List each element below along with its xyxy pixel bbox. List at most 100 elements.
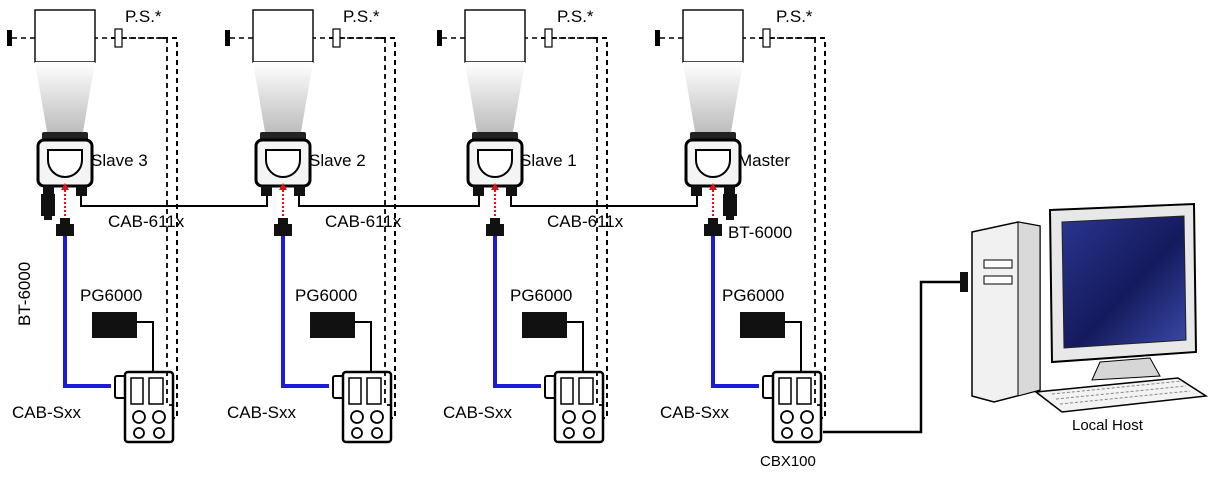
power-adapter — [310, 312, 355, 338]
ps-wiring-outer — [593, 37, 608, 419]
cbx-port-1 — [778, 377, 792, 405]
bus-cable-label-1: CAB-611x — [108, 212, 185, 231]
cbx-gland-1 — [780, 410, 794, 424]
serial-cable — [63, 236, 111, 388]
cbx-port-1 — [348, 377, 362, 405]
ps-wiring-outer — [811, 37, 826, 419]
scanner-label-slave-3: Slave 3 — [91, 151, 148, 170]
scanner-connector-right — [506, 186, 517, 196]
pc-drive-bay-2 — [983, 275, 1013, 285]
scanner-connector-left — [473, 186, 484, 196]
aux-link-arrow — [709, 183, 717, 190]
scanner-window — [47, 149, 83, 178]
power-adapter — [522, 312, 567, 338]
cbx-gland-1 — [350, 410, 364, 424]
power-adapter-cord — [567, 321, 584, 372]
scanner-connector-right — [294, 186, 305, 196]
scanner-connector-right — [76, 186, 87, 196]
host-cable-connector — [960, 272, 968, 292]
ps-label-4: P.S.* — [776, 7, 813, 26]
bus-cable-3 — [510, 196, 698, 207]
cbx-gland-3 — [133, 427, 145, 439]
aux-link-arrow — [279, 183, 287, 190]
power-adapter — [740, 312, 785, 338]
scan-beam — [253, 62, 313, 132]
ps-wiring-inner — [340, 37, 391, 406]
cbx-gland-3 — [563, 427, 575, 439]
conveyor-end-cap — [225, 30, 230, 46]
conveyor-end-cap — [7, 30, 12, 46]
conveyor-end-cap — [655, 30, 660, 46]
monitor-stand — [1091, 357, 1161, 381]
serial-cable — [493, 236, 541, 388]
cbx-port-2 — [796, 377, 812, 405]
photocell-icon — [762, 28, 771, 48]
terminator-label-master: BT-6000 — [728, 223, 793, 242]
scanner-window — [477, 149, 513, 178]
cable-label-4: CAB-Sxx — [660, 403, 729, 422]
host-label: Local Host — [1072, 417, 1143, 434]
bus-cable-2 — [298, 196, 480, 207]
aux-connector — [56, 224, 74, 236]
cbx-gland-2 — [582, 410, 596, 424]
scan-beam — [683, 62, 743, 132]
terminator-slave-3 — [41, 194, 55, 216]
scanner-connector-left — [691, 186, 702, 196]
scanner-label-slave-2: Slave 2 — [309, 151, 366, 170]
scanner-connector-right — [724, 186, 735, 196]
adapter-label-2: PG6000 — [295, 286, 358, 305]
photocell-icon — [332, 28, 341, 48]
scanner-connector-left — [43, 186, 54, 196]
station-1 — [7, 9, 178, 444]
cbx-gland-4 — [371, 427, 383, 439]
cbx-port-2 — [366, 377, 382, 405]
serial-cable — [281, 236, 329, 388]
cbx-port-1 — [130, 377, 144, 405]
adapter-label-4: PG6000 — [722, 286, 785, 305]
cbx-gland-2 — [152, 410, 166, 424]
bus-cable-1 — [80, 196, 268, 207]
scanner-label-slave-1: Slave 1 — [520, 151, 577, 170]
aux-connector — [274, 224, 292, 236]
power-adapter — [92, 312, 137, 338]
scan-beam — [465, 62, 525, 132]
cable-label-1: CAB-Sxx — [12, 403, 81, 422]
monitor-screen — [1061, 215, 1187, 349]
host-cable — [823, 280, 962, 434]
cbx-gland-1 — [132, 410, 146, 424]
aux-link-arrow — [491, 183, 499, 190]
scanner-window — [265, 149, 301, 178]
cbx-port-2 — [148, 377, 164, 405]
photocell-icon — [544, 28, 553, 48]
power-adapter-cord — [137, 321, 154, 372]
scanner-label-master: Master — [738, 151, 790, 170]
adapter-label-1: PG6000 — [80, 286, 143, 305]
power-adapter-cord — [355, 321, 372, 372]
scan-beam — [35, 62, 95, 132]
cbx-gland-3 — [351, 427, 363, 439]
cbx-port-2 — [578, 377, 594, 405]
bus-cable-label-2: CAB-611x — [325, 212, 402, 231]
adapter-label-3: PG6000 — [510, 286, 573, 305]
cbx-gland-4 — [153, 427, 165, 439]
photocell-icon — [114, 28, 123, 48]
connection-box-label: CBX100 — [760, 453, 816, 470]
cable-label-3: CAB-Sxx — [443, 403, 512, 422]
ps-label-1: P.S.* — [125, 7, 162, 26]
ps-wiring-inner — [552, 37, 603, 406]
ps-wiring-inner — [122, 37, 173, 406]
package-box — [682, 9, 744, 63]
ps-label-3: P.S.* — [557, 7, 594, 26]
cbx-port-1 — [560, 377, 574, 405]
ps-wiring-inner — [770, 37, 821, 406]
station-4 — [655, 9, 826, 444]
cbx-gland-2 — [800, 410, 814, 424]
conveyor-end-cap — [437, 30, 442, 46]
cbx-gland-4 — [583, 427, 595, 439]
keyboard — [1034, 377, 1209, 413]
package-box — [34, 9, 96, 63]
bus-cable-label-3: CAB-611x — [547, 212, 624, 231]
ps-label-2: P.S.* — [343, 7, 380, 26]
